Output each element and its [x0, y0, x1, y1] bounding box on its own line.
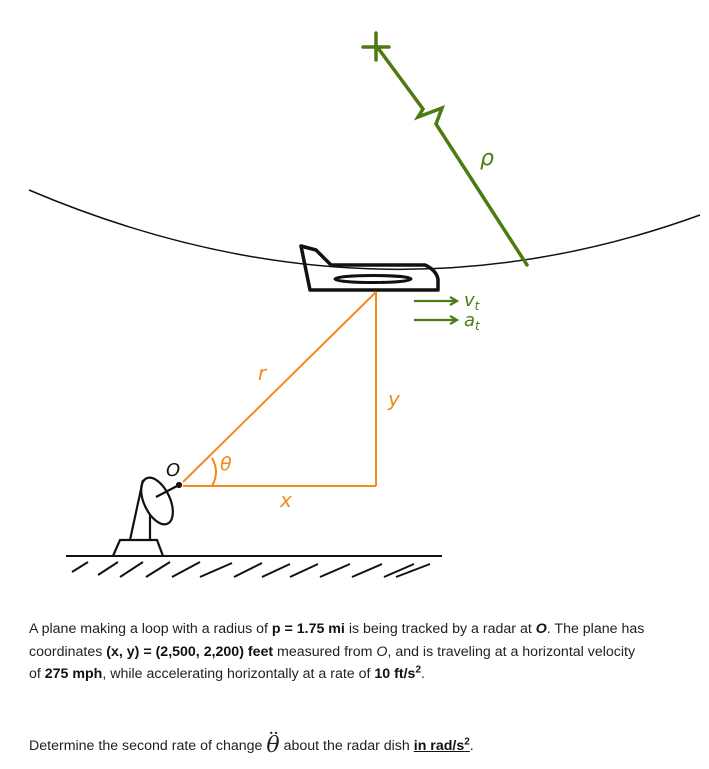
rho-label: ρ	[480, 146, 494, 171]
radar-plane-diagram: ρ vt at r y θ x O	[28, 31, 701, 578]
theta-double-dot-symbol: θ	[266, 727, 279, 757]
x-label: x	[279, 488, 292, 512]
loop-arc	[28, 189, 701, 271]
question-text: Determine the second rate of change θ ab…	[29, 727, 474, 757]
r-label: r	[258, 361, 268, 385]
radar-dish-icon	[111, 476, 183, 557]
acceleration-arrow	[414, 315, 460, 325]
vt-label: vt	[464, 290, 481, 313]
problem-statement: A plane making a loop with a radius of p…	[29, 621, 645, 682]
position-triangle	[182, 291, 377, 487]
origin-label: O	[166, 460, 180, 481]
plane-icon	[299, 244, 440, 292]
theta-label: θ	[220, 453, 232, 475]
radius-rho-line	[361, 31, 529, 267]
y-label: y	[387, 387, 401, 411]
at-label: at	[464, 310, 481, 333]
velocity-arrow	[414, 296, 460, 306]
ground	[66, 555, 442, 578]
